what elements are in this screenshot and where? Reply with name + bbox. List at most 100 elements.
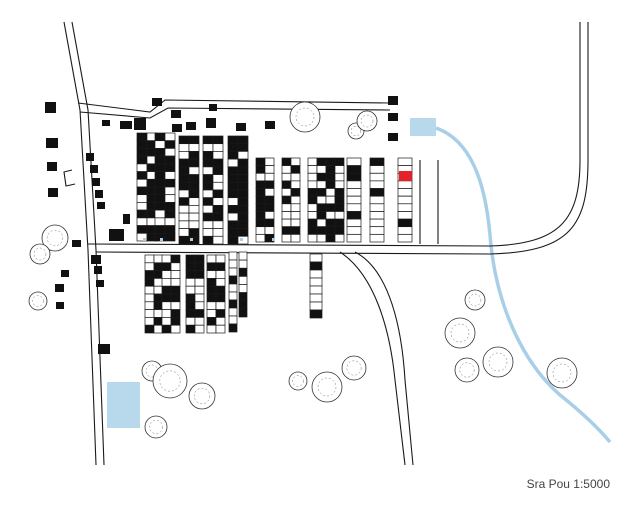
stall <box>206 309 217 318</box>
tree-icon <box>29 243 51 265</box>
stall <box>136 217 148 226</box>
stall <box>334 188 345 197</box>
stall <box>170 254 181 264</box>
map-scale-caption: Sra Pou 1:5000 <box>526 477 610 491</box>
tree-icon <box>144 415 168 439</box>
stall <box>170 278 181 287</box>
stall <box>212 205 224 214</box>
stall <box>164 132 176 142</box>
stall <box>154 132 166 142</box>
stall <box>164 171 176 180</box>
tree-canopy <box>46 229 64 247</box>
stall <box>309 269 323 279</box>
stall <box>194 317 205 326</box>
stall <box>325 218 336 228</box>
tree-canopy <box>468 293 482 307</box>
stall <box>307 234 318 243</box>
stall <box>397 195 413 205</box>
stall <box>307 188 318 197</box>
tree-icon <box>28 291 48 311</box>
stall <box>228 267 238 277</box>
stall <box>307 180 318 189</box>
stall <box>325 195 336 205</box>
stall <box>369 172 385 182</box>
stall <box>238 259 248 269</box>
stall <box>290 234 301 243</box>
stall <box>170 293 181 303</box>
stall <box>237 181 249 191</box>
stall <box>206 262 217 271</box>
stall <box>144 317 155 326</box>
stall <box>136 202 148 211</box>
stall <box>228 275 238 285</box>
stall <box>281 218 292 228</box>
tree-icon <box>356 110 378 132</box>
stall <box>188 151 200 160</box>
tree-icon <box>152 363 188 399</box>
stall <box>212 212 224 222</box>
stall <box>188 205 200 214</box>
stall <box>237 212 249 222</box>
tree-icon <box>188 382 216 410</box>
stall <box>237 220 249 229</box>
stall <box>290 157 301 166</box>
stall <box>136 209 148 219</box>
stall <box>255 180 266 189</box>
stall <box>144 254 155 264</box>
stall <box>227 174 239 183</box>
stall <box>264 211 275 220</box>
stall <box>212 197 224 206</box>
stall <box>185 309 196 318</box>
trees <box>28 101 578 439</box>
stall <box>212 143 224 152</box>
stall <box>346 211 362 220</box>
stall <box>154 217 166 226</box>
stall <box>178 174 190 183</box>
stall <box>154 186 166 196</box>
stall <box>227 135 239 145</box>
stall <box>238 300 248 310</box>
stall <box>346 172 362 182</box>
stall <box>206 285 217 295</box>
stall <box>281 172 292 182</box>
stall <box>369 226 385 235</box>
stall <box>215 301 226 310</box>
stall <box>238 292 248 302</box>
stall <box>212 151 224 160</box>
stall <box>281 211 292 220</box>
stall <box>185 270 196 279</box>
stall <box>170 270 181 279</box>
stall <box>164 225 176 234</box>
stall <box>215 309 226 318</box>
stall <box>307 218 318 228</box>
stall <box>228 251 238 261</box>
stall <box>397 180 413 189</box>
stall <box>194 262 205 271</box>
stall <box>206 293 217 303</box>
stall <box>161 293 172 303</box>
stall <box>255 211 266 220</box>
stall <box>164 163 176 172</box>
stall <box>255 195 266 205</box>
stall <box>212 220 224 229</box>
stall <box>346 234 362 243</box>
stall <box>212 228 224 237</box>
stall <box>178 228 190 237</box>
tree-icon <box>444 317 476 349</box>
tree-icon <box>454 357 480 383</box>
stall <box>188 212 200 222</box>
stall <box>307 203 318 212</box>
tree-icon <box>546 357 578 389</box>
stall <box>144 285 155 295</box>
tree-canopy <box>295 107 315 127</box>
stall <box>178 189 190 199</box>
stall <box>154 225 166 234</box>
stall <box>228 299 238 309</box>
stall <box>178 197 190 206</box>
stall <box>237 197 249 206</box>
stall <box>206 278 217 287</box>
stall <box>228 323 238 333</box>
stall <box>255 234 266 243</box>
buildings <box>45 96 398 354</box>
